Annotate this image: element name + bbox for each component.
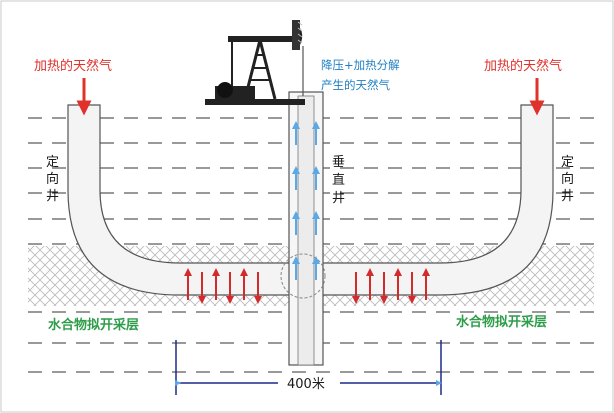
vertical-well-pipe <box>280 91 326 366</box>
directional-well-pipe <box>67 104 554 296</box>
distance-marker <box>175 340 442 395</box>
hydrate-layer-label-left: 水合物拟开采层 <box>48 317 139 333</box>
heat-flow-arrows <box>184 268 430 304</box>
gas-rise-arrows <box>292 121 320 280</box>
junction-circle <box>280 253 326 299</box>
hydrate-layer-label-right: 水合物拟开采层 <box>456 314 547 330</box>
distance-label: 400米 <box>287 377 325 392</box>
pump-jack-icon <box>205 20 305 105</box>
vertical-well-label: 垂直井 <box>332 155 345 206</box>
directional-well-label-right: 定向井 <box>561 155 574 204</box>
depressurize-label-line2: 产生的天然气 <box>321 78 390 92</box>
depressurize-label-line1: 降压+加热分解 <box>321 58 400 72</box>
heated-gas-label-left: 加热的天然气 <box>34 58 112 74</box>
heated-gas-label-right: 加热的天然气 <box>484 58 562 74</box>
directional-well-label-left: 定向井 <box>46 155 59 204</box>
